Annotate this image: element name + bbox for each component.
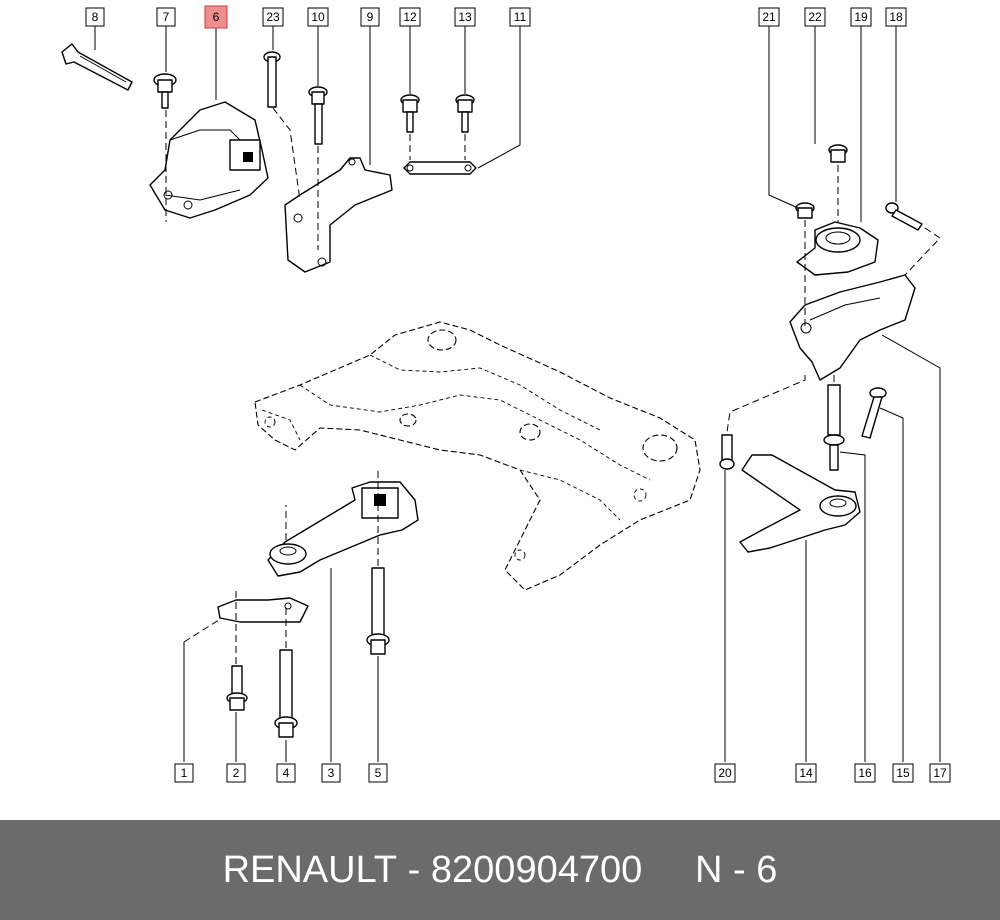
callout-18: 18 <box>885 7 907 27</box>
callout-4: 4 <box>276 763 296 783</box>
callout-19: 19 <box>850 7 872 27</box>
bolt-2 <box>226 665 248 711</box>
callout-21: 21 <box>758 7 780 27</box>
torque-rod-3 <box>267 481 419 577</box>
svg-text:21: 21 <box>762 10 776 24</box>
callout-2: 2 <box>226 763 246 783</box>
svg-text:7: 7 <box>163 10 170 24</box>
callout-1: 1 <box>174 763 194 783</box>
callout-11: 11 <box>509 7 531 27</box>
callout-8: 8 <box>85 7 105 27</box>
svg-text:11: 11 <box>514 10 527 24</box>
svg-text:5: 5 <box>375 766 382 780</box>
svg-text:16: 16 <box>858 766 872 780</box>
bolt-20 <box>719 434 735 470</box>
bolt-4 <box>274 649 298 738</box>
svg-text:1: 1 <box>181 766 188 780</box>
callout-23: 23 <box>262 7 284 27</box>
svg-text:20: 20 <box>718 766 732 780</box>
callout-13: 13 <box>454 7 476 27</box>
callout-14: 14 <box>795 763 817 783</box>
bolt-18 <box>885 202 923 231</box>
bracket-17 <box>789 274 916 381</box>
svg-text:6: 6 <box>213 10 220 24</box>
svg-text:15: 15 <box>896 766 910 780</box>
bolt-13 <box>455 94 475 133</box>
svg-text:18: 18 <box>889 10 903 24</box>
callout-6: 6 <box>204 5 228 29</box>
svg-text:12: 12 <box>403 10 417 24</box>
callout-17: 17 <box>929 763 951 783</box>
exploded-parts-diagram: 8 7 6 23 10 9 12 13 11 21 22 19 18 1 2 4… <box>61 5 951 783</box>
leader-lines <box>94 26 941 762</box>
svg-text:9: 9 <box>367 10 374 24</box>
svg-text:10: 10 <box>311 10 325 24</box>
engine-mount-19 <box>796 221 879 276</box>
svg-text:2: 2 <box>233 766 240 780</box>
svg-text:17: 17 <box>933 766 947 780</box>
callout-5: 5 <box>368 763 388 783</box>
svg-text:14: 14 <box>799 766 813 780</box>
caption-gap <box>642 849 695 892</box>
callout-16: 16 <box>854 763 876 783</box>
item-number: N - 6 <box>695 848 778 891</box>
callout-20: 20 <box>714 763 736 783</box>
svg-text:13: 13 <box>458 10 472 24</box>
caption-separator: - <box>397 848 431 891</box>
part-caption-bar: RENAULT - 8200904700 N - 6 <box>0 820 1000 920</box>
callout-10: 10 <box>307 7 329 27</box>
nut-21 <box>795 202 815 219</box>
bolt-5 <box>366 567 390 655</box>
svg-text:22: 22 <box>808 10 822 24</box>
bolt-8 <box>61 43 133 91</box>
part-number: 8200904700 <box>430 848 643 891</box>
svg-text:3: 3 <box>328 766 335 780</box>
nut-22 <box>828 144 848 163</box>
stud-16 <box>823 384 845 471</box>
plate-11 <box>403 161 477 175</box>
callout-3: 3 <box>321 763 341 783</box>
bracket-9 <box>284 157 393 273</box>
gearbox-mount-6 <box>149 101 269 219</box>
callout-12: 12 <box>399 7 421 27</box>
callout-7: 7 <box>156 7 176 27</box>
svg-text:23: 23 <box>266 10 280 24</box>
front-subframe <box>254 321 701 591</box>
bolt-23 <box>263 51 281 108</box>
svg-text:19: 19 <box>854 10 868 24</box>
brand-name: RENAULT <box>222 848 398 891</box>
svg-text:8: 8 <box>92 10 99 24</box>
callout-15: 15 <box>892 763 914 783</box>
bolt-10 <box>308 86 328 145</box>
svg-text:4: 4 <box>283 766 290 780</box>
nut-7 <box>153 73 177 109</box>
bracket-1 <box>217 597 309 623</box>
callout-9: 9 <box>360 7 380 27</box>
callout-22: 22 <box>804 7 826 27</box>
bolt-12 <box>400 94 420 133</box>
bolt-15 <box>861 387 887 439</box>
torque-arm-14 <box>739 454 861 553</box>
